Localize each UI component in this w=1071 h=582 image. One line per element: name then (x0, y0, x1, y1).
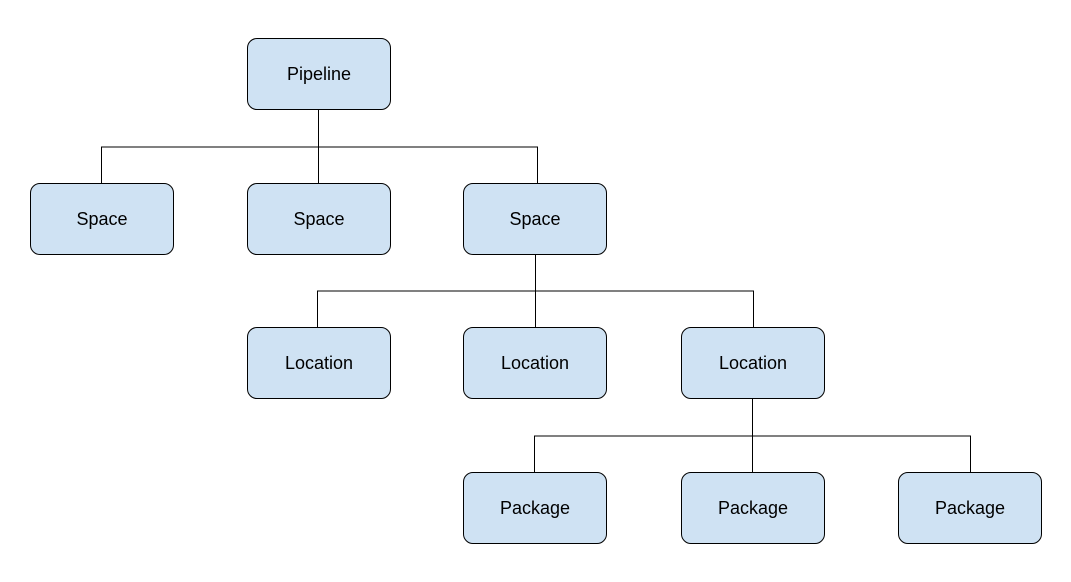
location-node-2: Location (463, 327, 607, 399)
connector-location-to-packages (534, 399, 971, 472)
space-node-3: Space (463, 183, 607, 255)
space-node-2: Space (247, 183, 391, 255)
package-node-3: Package (898, 472, 1042, 544)
location-node-1: Location (247, 327, 391, 399)
location-node-3: Location (681, 327, 825, 399)
connector-space-to-locations (317, 255, 754, 327)
space-node-1: Space (30, 183, 174, 255)
package-node-1: Package (463, 472, 607, 544)
connector-pipeline-to-spaces (101, 110, 538, 183)
package-node-2: Package (681, 472, 825, 544)
pipeline-node: Pipeline (247, 38, 391, 110)
